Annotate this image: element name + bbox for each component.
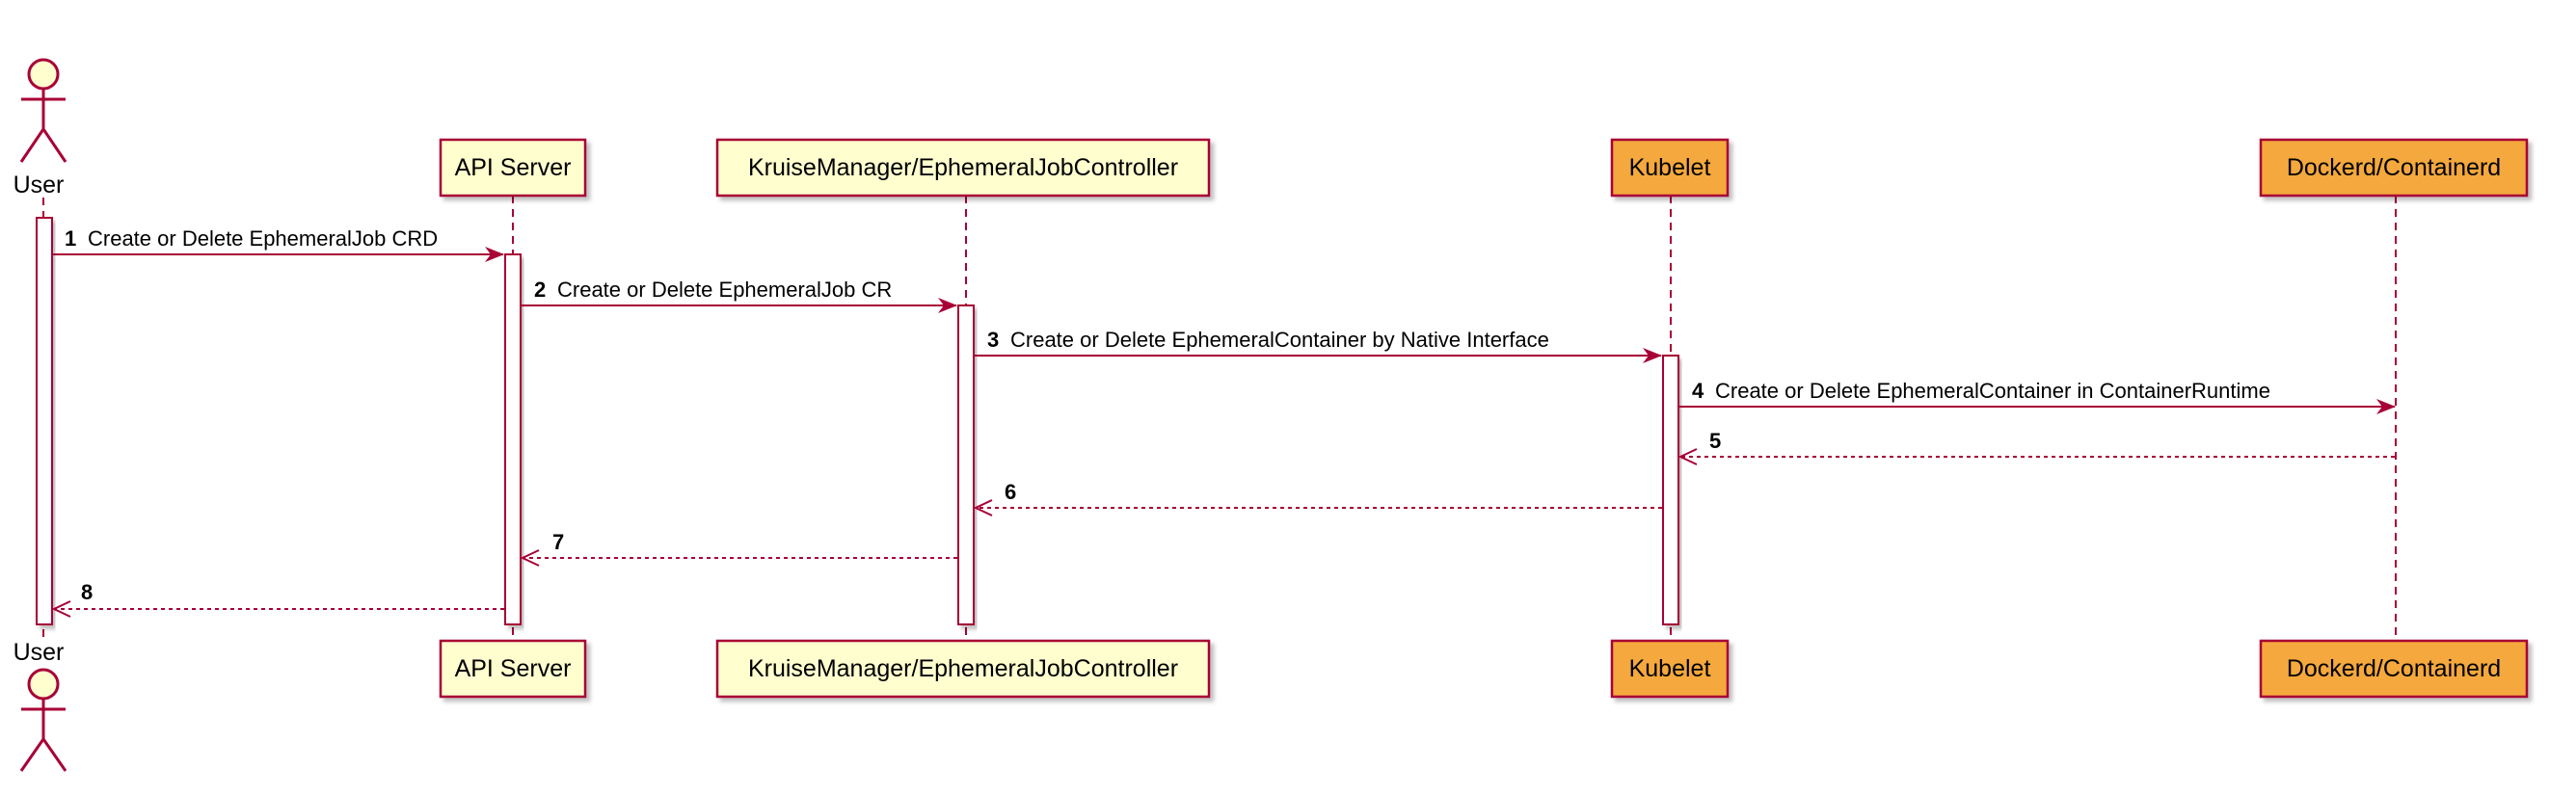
participant-kubelet-top: Kubelet: [1610, 138, 1730, 198]
participant-label: API Server: [455, 655, 572, 682]
actor-user-top: User: [13, 58, 67, 198]
participants-bottom: API Server KruiseManager/EphemeralJobCon…: [439, 639, 2529, 699]
participant-box: [715, 639, 1211, 699]
message-number: 6: [1005, 480, 1016, 504]
person-icon: [19, 668, 67, 772]
message-number: 7: [552, 530, 564, 554]
actor-label: User: [13, 172, 65, 198]
participant-box: [1610, 639, 1730, 699]
participant-label: KruiseManager/EphemeralJobController: [748, 154, 1178, 181]
lifelines: [42, 196, 2397, 641]
messages: 1 Create or Delete EphemeralJob CRD 2 Cr…: [52, 226, 2396, 609]
message-label: Create or Delete EphemeralJob CRD: [88, 226, 438, 251]
participant-box: [439, 138, 587, 198]
person-icon: [19, 58, 67, 163]
participant-label: KruiseManager/EphemeralJobController: [748, 655, 1178, 682]
participant-label: Kubelet: [1629, 154, 1711, 181]
participant-box: [2259, 639, 2529, 699]
participant-box: [1610, 138, 1730, 198]
message-label: Create or Delete EphemeralContainer by N…: [1010, 328, 1549, 352]
activation-kruise: [957, 304, 975, 625]
participant-docker-top: Dockerd/Containerd: [2259, 138, 2529, 198]
participant-api-bottom: API Server: [439, 639, 587, 699]
participant-kubelet-bottom: Kubelet: [1610, 639, 1730, 699]
message-5: 5: [1680, 429, 2395, 457]
participant-box: [439, 639, 587, 699]
message-7: 7: [523, 530, 957, 558]
message-4: 4 Create or Delete EphemeralContainer in…: [1678, 379, 2396, 414]
message-8: 8: [54, 580, 504, 609]
message-number: 3: [987, 328, 999, 352]
actor-user-bottom: User: [13, 639, 67, 772]
participant-box: [2259, 138, 2529, 198]
activation-kubelet: [1662, 355, 1679, 625]
message-label: Create or Delete EphemeralJob CR: [557, 278, 892, 302]
message-number: 2: [534, 278, 546, 302]
actor-label: User: [13, 639, 65, 666]
message-number: 4: [1692, 379, 1704, 403]
message-3: 3 Create or Delete EphemeralContainer by…: [974, 328, 1662, 363]
participant-label: Kubelet: [1629, 655, 1711, 682]
message-1: 1 Create or Delete EphemeralJob CRD: [52, 226, 504, 262]
participant-kruise-top: KruiseManager/EphemeralJobController: [715, 138, 1211, 198]
participant-docker-bottom: Dockerd/Containerd: [2259, 639, 2529, 699]
participant-api-top: API Server: [439, 138, 587, 198]
activation-user: [36, 217, 53, 625]
activation-api: [504, 253, 522, 625]
message-6: 6: [976, 480, 1662, 508]
message-number: 5: [1709, 429, 1721, 453]
participant-label: Dockerd/Containerd: [2287, 655, 2501, 682]
message-2: 2 Create or Delete EphemeralJob CR: [521, 278, 957, 313]
participant-box: [715, 138, 1211, 198]
participant-label: Dockerd/Containerd: [2287, 154, 2501, 181]
message-number: 1: [65, 226, 76, 251]
message-label: Create or Delete EphemeralContainer in C…: [1715, 379, 2270, 403]
participant-kruise-bottom: KruiseManager/EphemeralJobController: [715, 639, 1211, 699]
activation-bars: [36, 217, 1679, 625]
participant-label: API Server: [455, 154, 572, 181]
participants-top: API Server KruiseManager/EphemeralJobCon…: [439, 138, 2529, 198]
message-number: 8: [81, 580, 93, 604]
